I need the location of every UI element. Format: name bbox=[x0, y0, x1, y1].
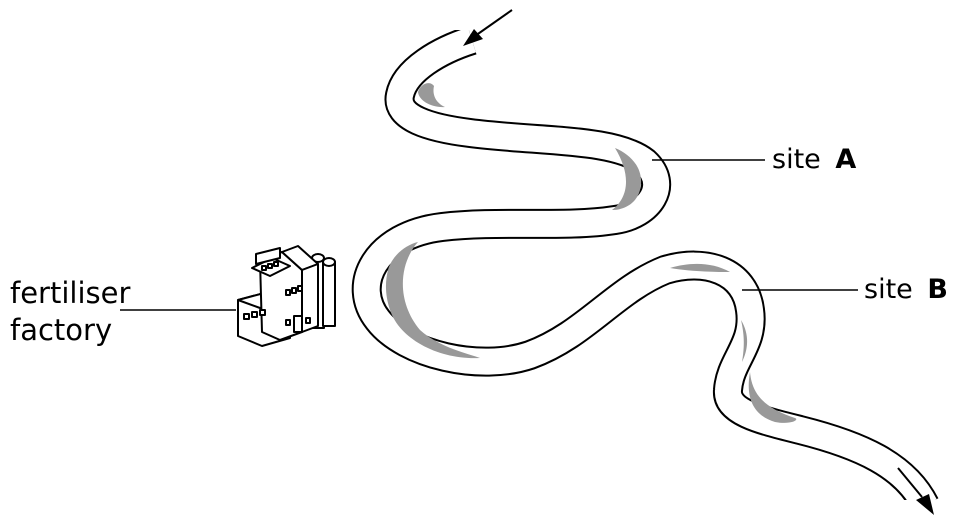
flow-arrows bbox=[463, 9, 934, 515]
sediment-patch-3 bbox=[385, 242, 480, 359]
site-a-prefix: site bbox=[772, 144, 821, 175]
outflow-arrow-line bbox=[897, 467, 923, 498]
sediment-patch-5 bbox=[741, 320, 748, 362]
river bbox=[351, 0, 971, 524]
site-a-label: site A bbox=[772, 144, 856, 175]
sediment-patch-6 bbox=[748, 372, 797, 423]
inflow-arrow-head bbox=[463, 29, 483, 46]
sediment-deposits bbox=[385, 83, 797, 423]
sediment-patch-1 bbox=[418, 83, 445, 108]
site-b-letter: B bbox=[927, 274, 948, 305]
inflow-arrow-line bbox=[474, 9, 513, 37]
river-water bbox=[353, 27, 937, 512]
leader-lines bbox=[120, 159, 858, 311]
site-b-label: site B bbox=[864, 274, 948, 305]
sediment-patch-4 bbox=[670, 263, 730, 272]
factory-label-line1: fertiliser bbox=[10, 276, 130, 310]
site-b-prefix: site bbox=[864, 274, 913, 305]
factory-building-with-silos-icon bbox=[237, 245, 336, 347]
factory-label-line2: factory bbox=[10, 313, 112, 347]
outflow-arrow-head bbox=[916, 494, 934, 515]
sediment-patch-2 bbox=[612, 148, 642, 210]
site-a-letter: A bbox=[835, 144, 856, 175]
